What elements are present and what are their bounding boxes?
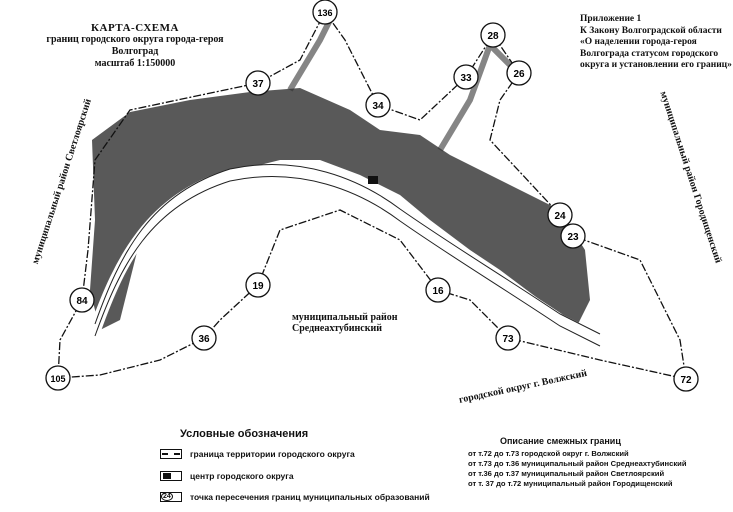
- legend-title: Условные обозначения: [180, 428, 309, 440]
- point-circle: [453, 64, 479, 90]
- point-circle: [560, 223, 586, 249]
- boundary-point-33: 33: [453, 64, 479, 90]
- boundary-point-16: 16: [425, 277, 451, 303]
- boundary-point-84: 84: [69, 287, 95, 313]
- point-label: 105: [50, 374, 65, 384]
- point-circle: [191, 325, 217, 351]
- boundary-point-24: 24: [547, 202, 573, 228]
- point-circle: [673, 366, 699, 392]
- point-circle: [480, 22, 506, 48]
- urban-area: [90, 88, 590, 330]
- point-label: 28: [487, 31, 499, 42]
- boundary-point-28: 28: [480, 22, 506, 48]
- point-label: 34: [372, 101, 384, 112]
- point-circle: [425, 277, 451, 303]
- volga-river: [89, 164, 603, 346]
- legend-point: 24 точка пересечения границ муниципальны…: [160, 492, 430, 502]
- point-circle: [69, 287, 95, 313]
- boundary-point-136: 136: [312, 0, 338, 25]
- point-label: 84: [76, 296, 88, 307]
- point-label: 16: [432, 286, 444, 297]
- boundary-point-37: 37: [245, 70, 271, 96]
- point-label: 26: [513, 69, 525, 80]
- boundary-point-26: 26: [506, 60, 532, 86]
- point-label: 36: [198, 334, 210, 345]
- point-circle: [506, 60, 532, 86]
- center-symbol: [160, 471, 182, 481]
- point-label: 23: [567, 232, 579, 243]
- point-circle: [365, 92, 391, 118]
- city-center-marker: [368, 176, 378, 184]
- boundary-symbol: [160, 449, 182, 459]
- boundary-point-23: 23: [560, 223, 586, 249]
- adjacent-title: Описание смежных границ: [500, 436, 621, 446]
- point-circle: [495, 325, 521, 351]
- legend-center: центр городского округа: [160, 471, 294, 481]
- map-title: КАРТА-СХЕМА границ городского округа гор…: [46, 22, 224, 69]
- point-symbol: 24: [160, 492, 182, 502]
- point-circle: [245, 272, 271, 298]
- point-circle: [312, 0, 338, 25]
- point-label: 73: [502, 334, 514, 345]
- boundary-point-36: 36: [191, 325, 217, 351]
- boundary-point-105: 105: [45, 365, 71, 391]
- region-label-sredneakhtubinsky: муниципальный район Среднеахтубинский: [292, 312, 398, 334]
- point-label: 72: [680, 375, 692, 386]
- point-label: 37: [252, 79, 264, 90]
- boundary-point-73: 73: [495, 325, 521, 351]
- point-label: 19: [252, 281, 264, 292]
- boundary-point-34: 34: [365, 92, 391, 118]
- legend-boundary: граница территории городского округа: [160, 449, 355, 459]
- point-label: 136: [317, 8, 332, 18]
- appendix-note: Приложение 1 К Закону Волгоградской обла…: [580, 14, 732, 70]
- boundary-point-72: 72: [673, 366, 699, 392]
- point-circle: [45, 365, 71, 391]
- point-label: 24: [554, 211, 566, 222]
- adjacent-list: от т.72 до т.73 городской округ г. Волжс…: [468, 449, 687, 488]
- point-circle: [245, 70, 271, 96]
- boundary-point-19: 19: [245, 272, 271, 298]
- point-circle: [547, 202, 573, 228]
- point-label: 33: [460, 73, 472, 84]
